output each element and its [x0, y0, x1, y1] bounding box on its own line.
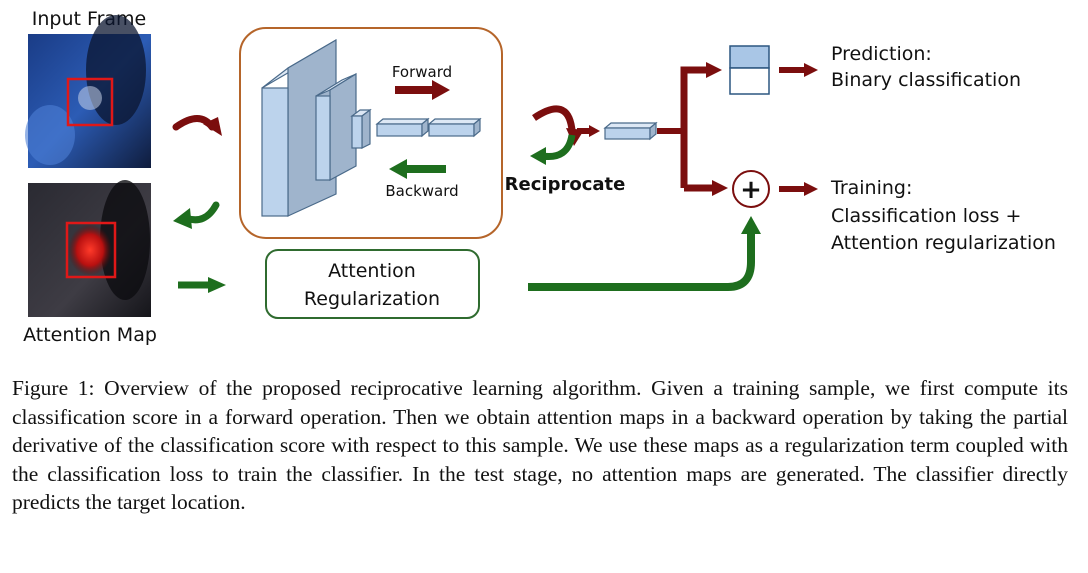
prediction-output: [729, 45, 770, 95]
attention-map-label: Attention Map: [23, 324, 157, 346]
forward-arrow: [395, 80, 450, 100]
input-frame-image: [25, 15, 151, 168]
attention-regularization-box: [265, 249, 480, 319]
prediction-output-arrow: [779, 63, 818, 77]
backward-curve-arrow: [173, 201, 220, 229]
backward-label: Backward: [385, 182, 458, 200]
reciprocate-arrows: [530, 105, 584, 165]
prediction-input-arrowhead: [706, 62, 722, 78]
map-to-regularization-arrow: [178, 277, 226, 293]
target-box: [65, 221, 117, 279]
cnn-layers: [261, 38, 482, 217]
reciprocate-label: Reciprocate: [505, 174, 626, 195]
forward-curve-arrow: [172, 115, 222, 136]
target-box: [66, 77, 114, 127]
prediction-label-line2: Binary classification: [831, 69, 1021, 91]
training-label-line2: Classification loss +: [831, 205, 1021, 227]
training-label-line3: Attention regularization: [831, 232, 1056, 254]
attention-regularization-label-line1: Attention: [328, 260, 416, 282]
network-box: [239, 27, 503, 239]
training-label-line1: Training:: [830, 177, 912, 199]
backward-arrow: [389, 159, 446, 179]
split-bracket: [680, 66, 714, 192]
training-input-arrowhead: [712, 180, 728, 196]
attention-map-image: [28, 180, 151, 317]
plus-icon: +: [740, 175, 762, 205]
to-output-arrow: [577, 125, 600, 137]
sum-node: [732, 170, 770, 208]
attention-regularization-label-line2: Regularization: [304, 288, 440, 310]
output-fc-layer: [603, 121, 658, 141]
forward-label: Forward: [392, 63, 452, 81]
figure-caption: Figure 1: Overview of the proposed recip…: [12, 376, 1068, 514]
prediction-label-line1: Prediction:: [831, 43, 932, 65]
training-output-arrow: [779, 182, 818, 196]
regularization-to-sum-arrow: [528, 216, 761, 291]
